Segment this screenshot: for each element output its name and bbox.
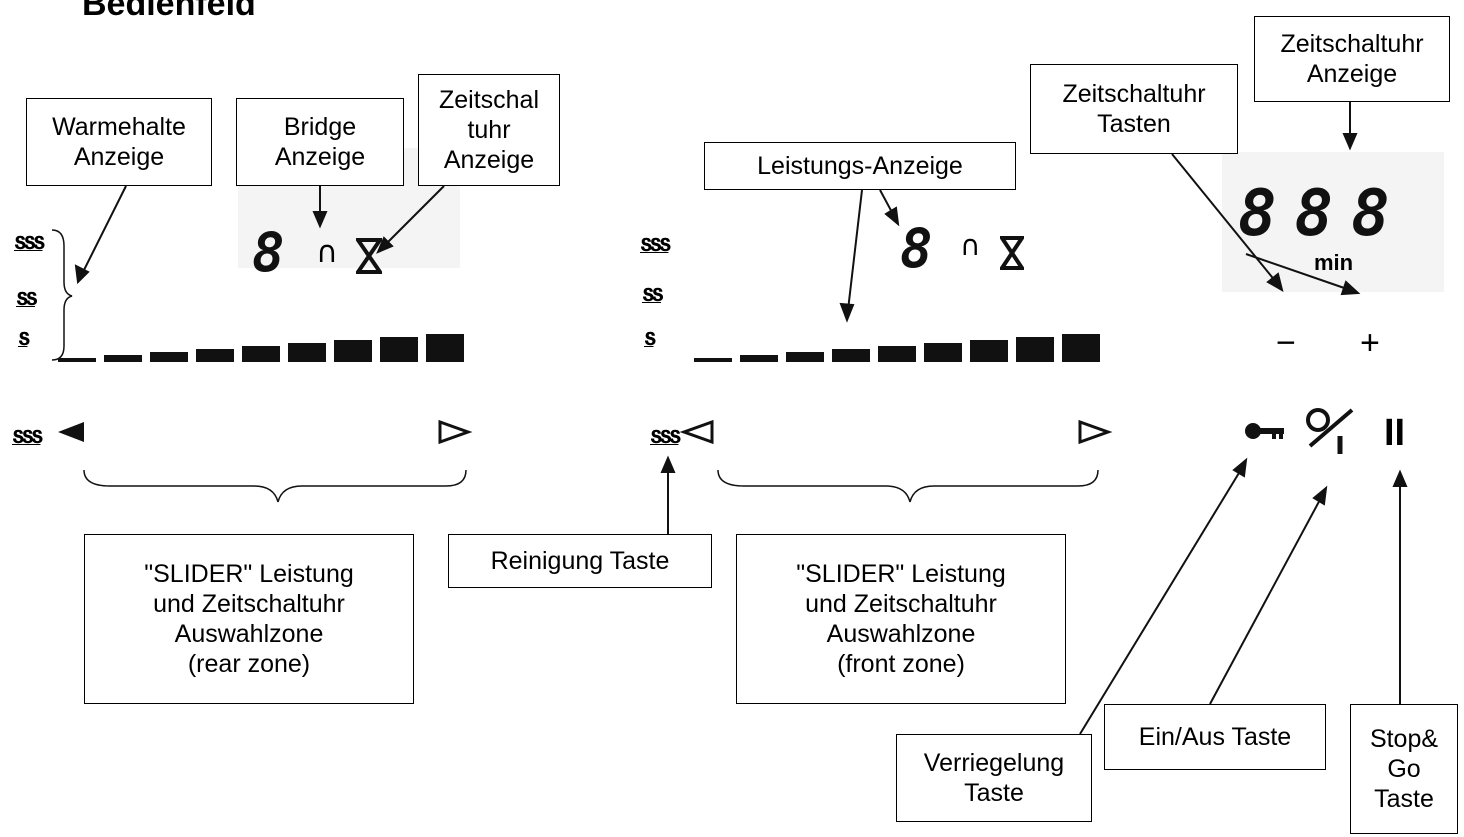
slider-right-arrow[interactable]: [438, 419, 473, 445]
bridge-icon: ∩: [316, 235, 338, 270]
label-zeitschaltuhr-anzeige-right: Zeitschaltuhr Anzeige: [1254, 16, 1450, 102]
brace-warm-levels: [51, 229, 73, 361]
on-off-icon: [1306, 408, 1354, 454]
cleaning-key-rear-icon[interactable]: ՏՏՏ: [12, 427, 44, 448]
slider-segment[interactable]: [104, 355, 142, 362]
slider-segment[interactable]: [242, 346, 280, 362]
on-off-button[interactable]: [1304, 406, 1356, 460]
label-zeitschaltuhr-tasten: Zeitschaltuhr Tasten: [1030, 64, 1238, 154]
hourglass-icon: [354, 238, 384, 278]
slider-segment[interactable]: [740, 355, 778, 362]
power-slider-rear[interactable]: [58, 334, 464, 362]
brace-front: [717, 469, 1099, 503]
slider-segment[interactable]: [694, 358, 732, 362]
warm-level-3-icon: ՏՏՏ: [14, 233, 46, 254]
slider-right-arrow[interactable]: [1078, 419, 1113, 445]
slider-segment[interactable]: [878, 346, 916, 362]
slider-left-arrow[interactable]: [58, 422, 84, 442]
slider-segment[interactable]: [832, 349, 870, 362]
slider-left-arrow[interactable]: [679, 419, 714, 445]
cleaning-key-front-icon[interactable]: ՏՏՏ: [650, 427, 682, 448]
slider-segment[interactable]: [150, 352, 188, 362]
slider-segment[interactable]: [426, 334, 464, 362]
timer-digits: 888: [1238, 177, 1408, 251]
label-bridge-anzeige: Bridge Anzeige: [236, 98, 404, 186]
label-warmehalte-anzeige: Warmehalte Anzeige: [26, 98, 212, 186]
power-digit-front: 8: [900, 217, 933, 280]
timer-plus-button[interactable]: +: [1360, 324, 1380, 362]
key-icon: [1245, 423, 1284, 439]
slider-segment[interactable]: [970, 340, 1008, 362]
slider-segment[interactable]: [196, 349, 234, 362]
power-digit-rear: 8: [252, 221, 285, 284]
slider-segment[interactable]: [1062, 334, 1100, 362]
slider-segment[interactable]: [288, 343, 326, 362]
label-zeitschaltuhr-anzeige-left: Zeitschal tuhr Anzeige: [418, 74, 560, 186]
label-stop-go-taste: Stop& Go Taste: [1350, 704, 1458, 834]
hourglass-icon: [998, 236, 1026, 274]
slider-segment[interactable]: [1016, 337, 1054, 362]
slider-segment[interactable]: [334, 340, 372, 362]
slider-segment[interactable]: [380, 337, 418, 362]
warm-level-2-icon: ՏՏ: [16, 289, 38, 310]
label-leistungs-anzeige: Leistungs-Anzeige: [704, 142, 1016, 190]
label-slider-front: "SLIDER" Leistung und Zeitschaltuhr Ausw…: [736, 534, 1066, 704]
lock-key-button[interactable]: [1244, 420, 1286, 446]
bridge-icon: ∩: [960, 229, 981, 262]
power-slider-front[interactable]: [694, 334, 1100, 362]
label-verriegelung-taste: Verriegelung Taste: [896, 734, 1092, 822]
label-slider-rear: "SLIDER" Leistung und Zeitschaltuhr Ausw…: [84, 534, 414, 704]
timer-display-panel: [1222, 152, 1444, 292]
brace-rear: [83, 469, 467, 503]
stop-go-button[interactable]: II: [1384, 412, 1406, 454]
warm-level-3-icon: ՏՏՏ: [640, 235, 672, 256]
slider-segment[interactable]: [58, 358, 96, 362]
timer-minus-button[interactable]: −: [1276, 324, 1296, 362]
slider-segment[interactable]: [786, 352, 824, 362]
timer-unit: min: [1314, 250, 1354, 275]
warm-level-2-icon: ՏՏ: [642, 285, 664, 306]
slider-segment[interactable]: [924, 343, 962, 362]
label-ein-aus-taste: Ein/Aus Taste: [1104, 704, 1326, 770]
page-title: Bedienfeld: [82, 0, 256, 23]
label-reinigung-taste: Reinigung Taste: [448, 534, 712, 588]
